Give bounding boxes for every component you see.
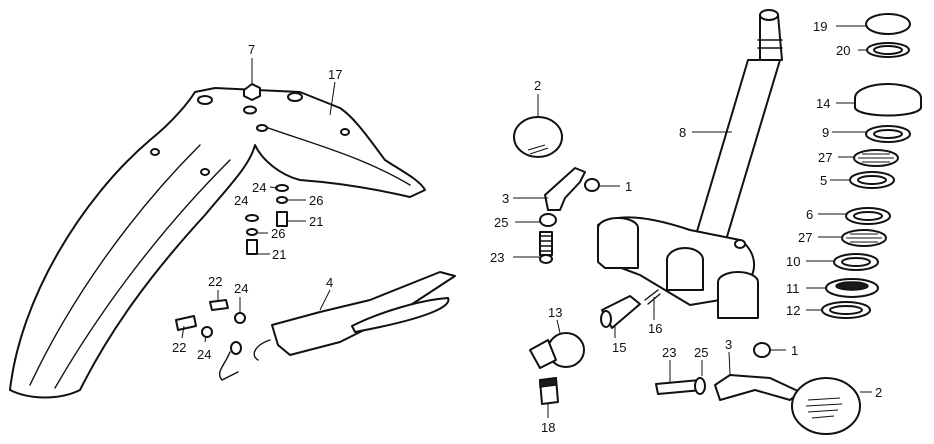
callout-11: 11	[786, 281, 800, 296]
callout-4: 4	[326, 275, 333, 290]
nut-7	[243, 83, 261, 101]
callout-22: 22	[172, 340, 186, 355]
callout-9: 9	[822, 125, 829, 140]
callout-18: 18	[541, 420, 555, 435]
callout-24: 24	[197, 347, 211, 362]
callout-7: 7	[248, 42, 255, 57]
callout-26: 26	[309, 193, 323, 208]
callout-1: 1	[791, 343, 798, 358]
callout-24: 24	[234, 193, 248, 208]
callout-13: 13	[548, 305, 562, 320]
callout-17: 17	[328, 67, 342, 82]
callout-6: 6	[806, 207, 813, 222]
fender-hardware-stack	[245, 184, 289, 255]
callout-16: 16	[648, 321, 662, 336]
callout-2: 2	[875, 385, 882, 400]
callout-25: 25	[694, 345, 708, 360]
callout-24: 24	[252, 180, 266, 195]
callout-23: 23	[490, 250, 504, 265]
bearing-stack	[821, 13, 922, 319]
callout-21: 21	[309, 214, 323, 229]
reflector-left-assembly	[513, 116, 600, 264]
callout-19: 19	[813, 19, 827, 34]
bolt-22-set	[175, 299, 246, 338]
steering-stem	[689, 9, 783, 261]
callout-25: 25	[494, 215, 508, 230]
callout-22: 22	[208, 274, 222, 289]
callout-27: 27	[818, 150, 832, 165]
callout-3: 3	[502, 191, 509, 206]
callout-21: 21	[272, 247, 286, 262]
fork-bottom-bridge	[597, 216, 759, 319]
front-fender	[9, 87, 426, 399]
callout-labels: 7 17 24 26 24 21 26 21 4 22 24 22 24 2 3…	[172, 19, 882, 435]
callout-20: 20	[836, 43, 850, 58]
callout-12: 12	[786, 303, 800, 318]
callout-24: 24	[234, 281, 248, 296]
callout-8: 8	[679, 125, 686, 140]
callout-3: 3	[725, 337, 732, 352]
callout-2: 2	[534, 78, 541, 93]
callout-27: 27	[798, 230, 812, 245]
callout-23: 23	[662, 345, 676, 360]
leader-lines	[181, 25, 872, 418]
callout-1: 1	[625, 179, 632, 194]
clamp-13-18	[529, 332, 585, 405]
callout-5: 5	[820, 173, 827, 188]
reflector-right-assembly	[655, 342, 861, 435]
callout-26: 26	[271, 226, 285, 241]
callout-10: 10	[786, 254, 800, 269]
callout-14: 14	[816, 96, 830, 111]
callout-15: 15	[612, 340, 626, 355]
cable-guide-bracket	[218, 271, 456, 381]
